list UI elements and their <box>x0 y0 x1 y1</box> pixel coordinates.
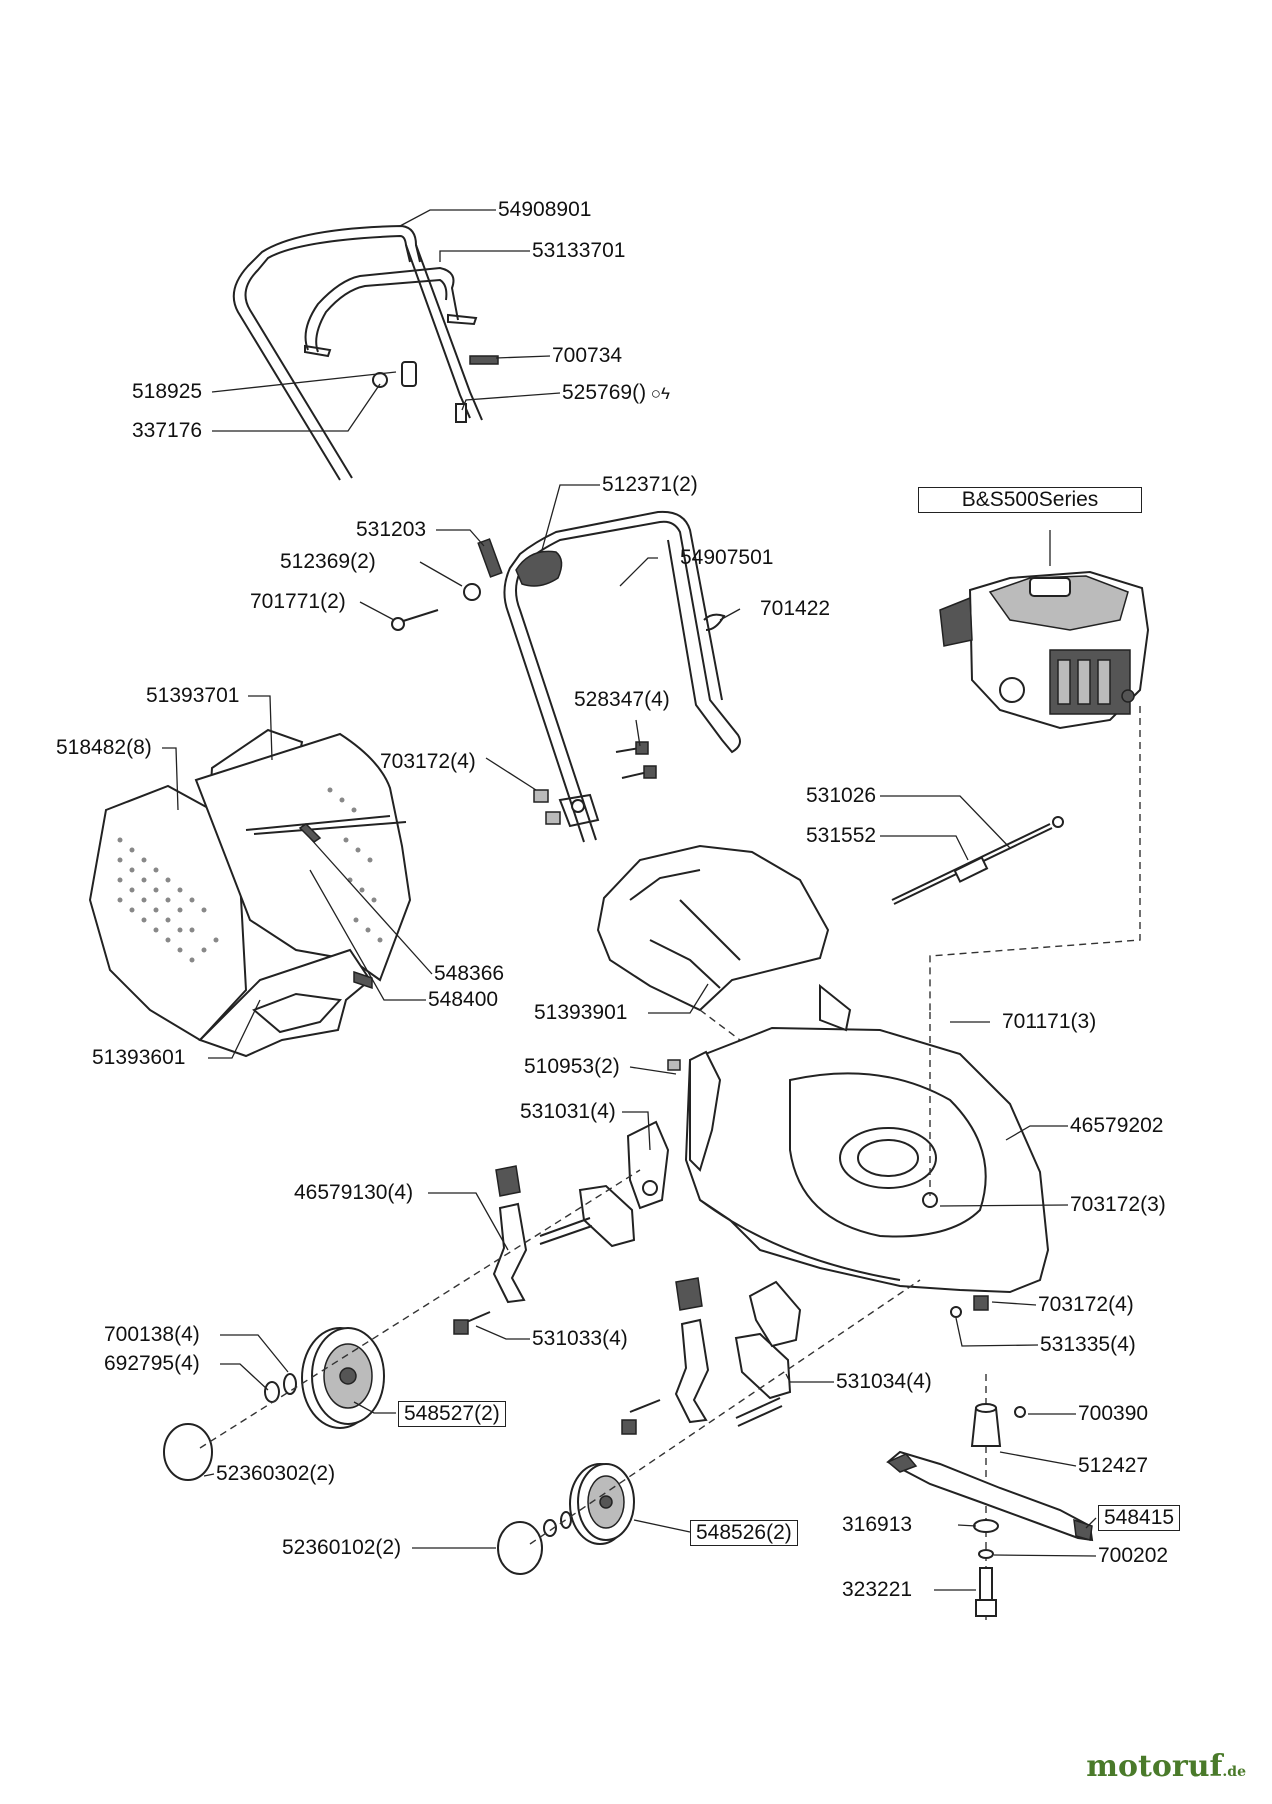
label-548526: 548526(2) <box>690 1520 798 1546</box>
label-46579202: 46579202 <box>1070 1114 1164 1137</box>
label-531203: 531203 <box>356 518 427 541</box>
label-46579130: 46579130(4) <box>294 1181 414 1204</box>
blade-assembly <box>886 1374 1094 1620</box>
label-525769: 525769() ○ϟ <box>562 381 670 406</box>
label-512371: 512371(2) <box>602 473 698 496</box>
label-701422: 701422 <box>760 597 831 620</box>
front-axle-dashline <box>529 1279 921 1545</box>
label-323221: 323221 <box>842 1578 913 1601</box>
front-wheel <box>497 1463 635 1575</box>
handle-fittings <box>372 355 499 423</box>
upper-handle <box>232 224 483 481</box>
mower-deck <box>684 983 1050 1294</box>
axle-bolts <box>453 1059 989 1435</box>
upper-handle-bar <box>304 266 478 358</box>
label-700390: 700390 <box>1078 1402 1149 1425</box>
watermark-suffix: .de <box>1222 1764 1246 1780</box>
throttle-cable <box>891 816 1064 905</box>
label-531033: 531033(4) <box>532 1327 628 1350</box>
label-692795: 692795(4) <box>104 1352 200 1375</box>
label-525769-text: 525769() <box>562 381 647 404</box>
label-528347: 528347(4) <box>574 688 670 711</box>
rear-wheel <box>163 1327 385 1481</box>
label-51393901: 51393901 <box>534 1001 628 1024</box>
label-703172-lever: 703172(4) <box>1038 1293 1134 1316</box>
label-531552: 531552 <box>806 824 877 847</box>
label-531335: 531335(4) <box>1040 1333 1136 1356</box>
height-lever-left <box>492 1165 636 1304</box>
pivot-plate-left <box>626 1120 670 1210</box>
leader-lines <box>162 209 1097 1591</box>
watermark-logo: motoruf.de <box>1086 1749 1246 1784</box>
label-548400: 548400 <box>428 988 499 1011</box>
height-lever-right <box>674 1277 802 1427</box>
label-548366: 548366 <box>434 962 505 985</box>
label-52360102: 52360102(2) <box>282 1536 402 1559</box>
handle-bolts <box>533 741 657 825</box>
label-703172-deck: 703172(3) <box>1070 1193 1166 1216</box>
label-548527: 548527(2) <box>398 1401 506 1427</box>
label-51393701: 51393701 <box>146 684 240 707</box>
throttle-symbol-icon: ○ϟ <box>646 384 671 403</box>
label-337176: 337176 <box>132 419 203 442</box>
label-54907501: 54907501 <box>680 546 774 569</box>
engine <box>939 570 1150 730</box>
rear-deflector <box>596 844 830 1012</box>
rear-axle-dashline <box>199 1169 641 1449</box>
label-316913: 316913 <box>842 1513 913 1536</box>
label-51393601: 51393601 <box>92 1046 186 1069</box>
label-548415: 548415 <box>1098 1505 1181 1531</box>
engine-mount-dashline <box>929 706 1141 1012</box>
grass-bag <box>88 728 412 1058</box>
label-531034: 531034(4) <box>836 1370 932 1393</box>
label-518925: 518925 <box>132 380 203 403</box>
handle-knob-and-clamp <box>391 538 726 631</box>
watermark-main: motoruf <box>1086 1749 1223 1784</box>
bag-dots <box>117 787 383 963</box>
label-531031: 531031(4) <box>520 1100 616 1123</box>
label-510953: 510953(2) <box>524 1055 620 1078</box>
label-701771: 701771(2) <box>250 590 346 613</box>
label-531026: 531026 <box>806 784 877 807</box>
label-700138: 700138(4) <box>104 1323 200 1346</box>
label-53133701: 53133701 <box>532 239 626 262</box>
label-54908901: 54908901 <box>498 198 592 221</box>
lower-handle <box>503 510 741 843</box>
label-518482: 518482(8) <box>56 736 152 759</box>
label-700202: 700202 <box>1098 1544 1169 1567</box>
label-512427: 512427 <box>1078 1454 1149 1477</box>
label-52360302: 52360302(2) <box>216 1462 336 1485</box>
label-512369: 512369(2) <box>280 550 376 573</box>
label-701171: 701171(3) <box>1002 1010 1097 1033</box>
label-700734: 700734 <box>552 344 623 367</box>
label-703172-handle: 703172(4) <box>380 750 476 773</box>
label-engine-series: B&S500Series <box>918 487 1142 513</box>
